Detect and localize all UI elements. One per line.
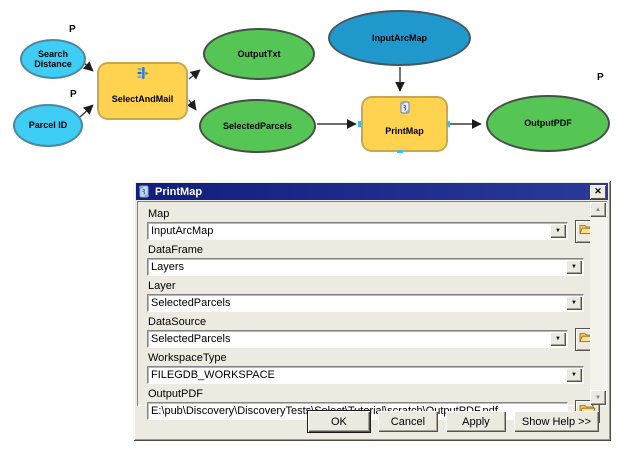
field-label-workspacetype: WorkspaceType: [148, 352, 227, 364]
ok-button[interactable]: OK: [307, 411, 370, 432]
field-group-workspacetype: WorkspaceType FILEGDB_WORKSPACE ▼: [147, 352, 584, 384]
dialog-title: PrintMap: [155, 185, 203, 198]
node-selectedparcels[interactable]: SelectedParcels: [199, 99, 316, 153]
field-group-dataframe: DataFrame Layers ▼: [147, 244, 584, 276]
dialog-button-row: OK Cancel Apply Show Help >>: [137, 411, 599, 432]
datasource-combo-value: SelectedParcels: [151, 333, 231, 345]
map-combobox[interactable]: InputArcMap ▼: [147, 222, 568, 240]
cancel-button[interactable]: Cancel: [377, 411, 438, 432]
dropdown-arrow-icon[interactable]: ▼: [566, 368, 582, 382]
parameters-panel: Map InputArcMap ▼: [137, 201, 607, 422]
node-outputtxt[interactable]: OutputTxt: [203, 28, 315, 80]
node-label: SelectAndMail: [111, 93, 174, 104]
field-label-layer: Layer: [148, 280, 176, 292]
node-label: PrintMap: [385, 125, 424, 136]
field-group-datasource: DataSource SelectedParcels ▼: [147, 316, 599, 350]
node-inputarcmap[interactable]: InputArcMap: [328, 10, 471, 66]
parameter-badge: P: [69, 24, 76, 35]
show-help-button[interactable]: Show Help >>: [513, 411, 599, 432]
script-scroll-icon: [138, 185, 152, 199]
parameter-badge: P: [70, 89, 77, 100]
scroll-up-icon: ▲: [595, 206, 601, 213]
dropdown-arrow-icon[interactable]: ▼: [566, 260, 582, 274]
layer-combobox[interactable]: SelectedParcels ▼: [147, 294, 584, 312]
node-parcel-id[interactable]: Parcel ID: [13, 104, 83, 147]
scroll-down-button[interactable]: ▼: [590, 390, 606, 405]
field-label-map: Map: [148, 208, 170, 220]
parameter-badge: P: [597, 72, 604, 83]
scroll-down-icon: ▼: [595, 394, 601, 401]
model-flow-icon: [136, 67, 150, 81]
node-outputpdf[interactable]: OutputPDF: [486, 95, 610, 152]
apply-button[interactable]: Apply: [445, 411, 506, 432]
field-group-layer: Layer SelectedParcels ▼: [147, 280, 584, 312]
field-label-datasource: DataSource: [148, 316, 207, 328]
layer-combo-value: SelectedParcels: [151, 297, 231, 309]
node-selectandmail[interactable]: SelectAndMail: [97, 62, 188, 120]
scroll-up-button[interactable]: ▲: [590, 202, 606, 217]
connector-port: [447, 121, 450, 127]
dropdown-arrow-icon[interactable]: ▼: [566, 296, 582, 310]
model-builder-canvas: Search Distance P Parcel ID P SelectAndM…: [0, 0, 628, 176]
field-label-dataframe: DataFrame: [148, 244, 204, 256]
field-group-map: Map InputArcMap ▼: [147, 208, 599, 242]
workspacetype-combobox[interactable]: FILEGDB_WORKSPACE ▼: [147, 366, 584, 384]
connector-port: [358, 121, 361, 127]
scrollbar[interactable]: ▲ ▼: [590, 202, 606, 405]
map-combo-value: InputArcMap: [151, 225, 214, 237]
close-button[interactable]: ✕: [590, 184, 606, 199]
printmap-dialog: PrintMap ✕ Map InputArcMap ▼: [133, 180, 611, 441]
connector-port: [397, 150, 403, 153]
node-printmap[interactable]: PrintMap: [361, 96, 448, 152]
dropdown-arrow-icon[interactable]: ▼: [550, 332, 566, 346]
field-label-outputpdf: OutputPDF: [148, 388, 204, 400]
close-icon: ✕: [594, 186, 602, 196]
dropdown-arrow-icon[interactable]: ▼: [550, 224, 566, 238]
node-search-distance[interactable]: Search Distance: [20, 39, 86, 79]
workspacetype-combo-value: FILEGDB_WORKSPACE: [151, 369, 275, 381]
dataframe-combo-value: Layers: [151, 261, 185, 273]
dataframe-combobox[interactable]: Layers ▼: [147, 258, 584, 276]
script-scroll-icon: [399, 101, 410, 116]
dialog-titlebar[interactable]: PrintMap ✕: [136, 183, 608, 200]
datasource-combobox[interactable]: SelectedParcels ▼: [147, 330, 568, 348]
